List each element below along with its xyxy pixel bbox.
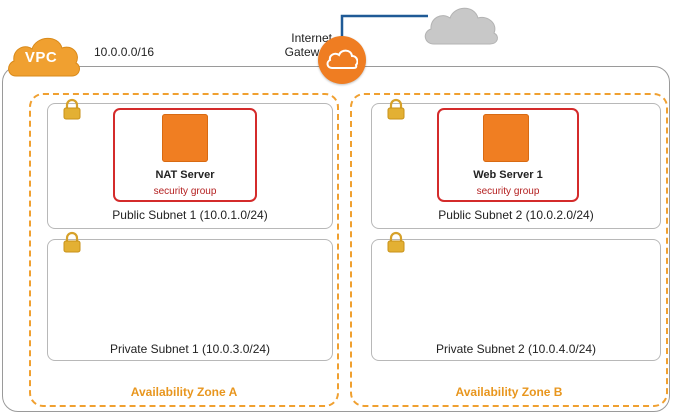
internet-gateway-label-line2: Gateway <box>284 45 332 59</box>
internet-gateway-icon <box>318 36 366 84</box>
internet-cloud-icon <box>424 7 498 45</box>
availability-zone-b-label: Availability Zone B <box>455 385 563 399</box>
availability-zone-a-label: Availability Zone A <box>130 385 238 399</box>
lock-icon <box>63 231 81 253</box>
lock-icon <box>63 98 81 120</box>
private-subnet-2 <box>371 239 661 361</box>
vpc-label: VPC <box>24 49 58 66</box>
web-server-name: Web Server 1 <box>473 169 543 181</box>
availability-zone-b <box>350 93 668 407</box>
lock-icon <box>387 231 405 253</box>
ec2-instance-icon <box>162 114 208 162</box>
private-subnet-1 <box>47 239 333 361</box>
internet-gateway-label: Internet Gateway <box>232 31 332 59</box>
nat-server-name: NAT Server <box>155 169 215 181</box>
internet-gateway-label-line1: Internet <box>291 31 332 45</box>
public-subnet-1-label: Public Subnet 1 (10.0.1.0/24) <box>112 208 268 222</box>
lock-icon <box>387 98 405 120</box>
web-server-security-group <box>437 108 579 202</box>
public-subnet-2-label: Public Subnet 2 (10.0.2.0/24) <box>438 208 594 222</box>
nat-server-security-group <box>113 108 257 202</box>
vpc-cloud-icon <box>8 37 80 77</box>
security-group-label: security group <box>476 186 540 197</box>
vpc-cidr: 10.0.0.0/16 <box>94 45 155 59</box>
availability-zone-a <box>29 93 339 407</box>
ec2-instance-icon <box>483 114 529 162</box>
security-group-label: security group <box>153 186 217 197</box>
public-subnet-1 <box>47 103 333 229</box>
private-subnet-1-label: Private Subnet 1 (10.0.3.0/24) <box>109 342 271 356</box>
private-subnet-2-label: Private Subnet 2 (10.0.4.0/24) <box>435 342 597 356</box>
